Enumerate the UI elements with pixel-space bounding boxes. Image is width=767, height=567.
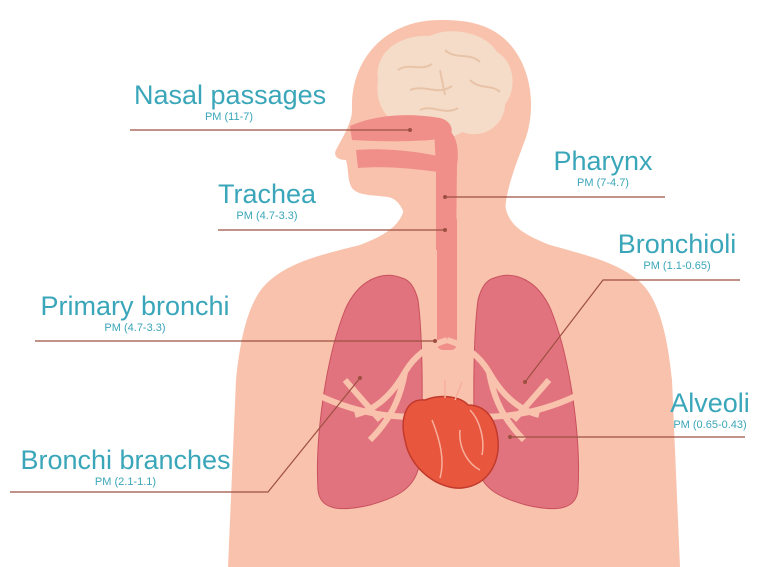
label-trachea: Trachea PM (4.7-3.3): [212, 181, 322, 222]
label-pm: PM (1.1-0.65): [612, 261, 742, 272]
leader-dot-trachea: [443, 228, 447, 232]
label-title: Alveoli: [660, 390, 760, 417]
label-pm: PM (4.7-3.3): [30, 323, 240, 334]
label-primary-bronchi: Primary bronchi PM (4.7-3.3): [30, 293, 240, 334]
label-pm: PM (0.65-0.43): [660, 420, 760, 431]
label-pm: PM (11-7): [134, 112, 324, 123]
leader-dot-branches: [358, 376, 362, 380]
label-title: Trachea: [212, 181, 322, 208]
label-bronchioli: Bronchioli PM (1.1-0.65): [612, 231, 742, 272]
label-alveoli: Alveoli PM (0.65-0.43): [660, 390, 760, 431]
label-title: Primary bronchi: [30, 293, 240, 320]
label-pm: PM (2.1-1.1): [8, 477, 243, 488]
leader-dot-bronchioli: [523, 380, 527, 384]
label-bronchi-branches: Bronchi branches PM (2.1-1.1): [8, 447, 243, 488]
label-title: Pharynx: [543, 148, 663, 175]
label-pm: PM (7-4.7): [543, 178, 663, 189]
label-title: Bronchi branches: [8, 447, 243, 474]
trachea-tube: [437, 215, 457, 350]
label-pm: PM (4.7-3.3): [212, 211, 322, 222]
leader-dot-nasal: [408, 128, 412, 132]
leader-dot-alveoli: [508, 435, 512, 439]
label-title: Nasal passages: [134, 82, 324, 109]
label-pharynx: Pharynx PM (7-4.7): [543, 148, 663, 189]
leader-dot-primary: [433, 339, 437, 343]
leader-dot-pharynx: [443, 195, 447, 199]
label-nasal-passages: Nasal passages PM (11-7): [134, 82, 324, 123]
label-title: Bronchioli: [612, 231, 742, 258]
